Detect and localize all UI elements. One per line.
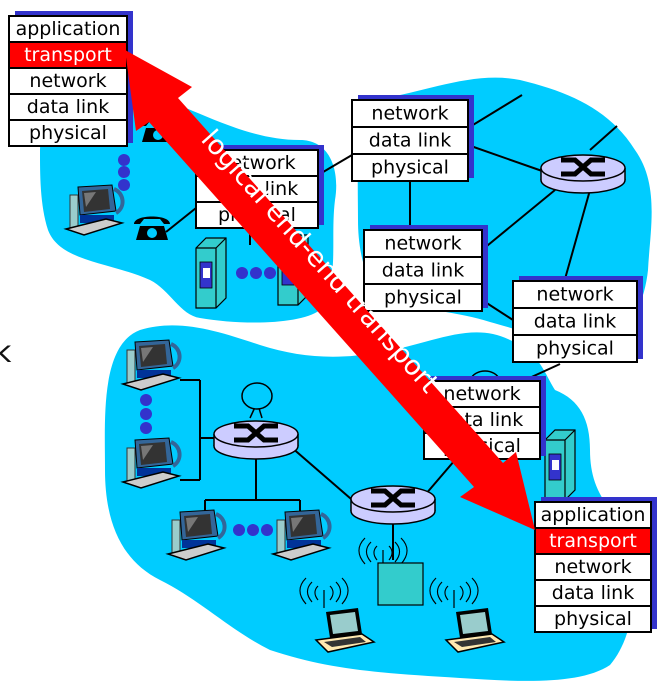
stack-layer-label: physical — [536, 338, 614, 360]
stack-layer-transport — [534, 527, 652, 555]
stack-layer-data-link — [351, 126, 469, 155]
stack-layer-transport — [8, 41, 128, 69]
stack-layer-label: data link — [382, 260, 464, 282]
server-icon — [544, 429, 576, 501]
stack-layer-label: transport — [549, 530, 637, 552]
stack-layer-network — [351, 99, 469, 128]
stack-layer-label: data link — [552, 582, 634, 604]
stack-layer-data-link — [8, 93, 128, 121]
stack-layer-label: physical — [554, 608, 632, 630]
stack-layer-label: network — [554, 556, 631, 578]
protocol-stack-router-middle: network data link physical — [363, 225, 488, 312]
stack-layer-application — [8, 15, 128, 43]
stack-layer-label: network — [29, 70, 106, 92]
protocol-stack-router-right: network data link physical — [512, 276, 643, 363]
ellipsis-dots-icon — [140, 394, 152, 434]
router-icon — [351, 486, 435, 524]
ellipsis-dots-icon — [236, 267, 276, 279]
protocol-stack-router-top-right: network data link physical — [351, 95, 474, 182]
stack-layer-application — [534, 501, 652, 529]
stack-layer-physical — [363, 283, 483, 312]
cut-off-title-glyph: k — [0, 335, 12, 370]
stack-layer-label: data link — [534, 311, 616, 333]
protocol-stacks: application transport network data link phys… — [8, 11, 657, 633]
protocol-stack-host-bottom-right: application transport network data link phys… — [534, 497, 657, 633]
double-headed-arrow — [125, 50, 535, 530]
stack-layer-label: network — [443, 383, 520, 405]
ellipsis-dots-icon — [118, 154, 130, 191]
stack-layer-label: physical — [384, 287, 462, 309]
stack-layer-physical — [351, 153, 469, 182]
protocol-stack-host-top-left: application transport network data link phys… — [8, 11, 133, 147]
stack-layer-physical — [534, 605, 652, 633]
stack-layer-label: data link — [369, 130, 451, 152]
stack-layer-label: physical — [371, 157, 449, 179]
stack-layer-label: network — [384, 233, 461, 255]
stack-layer-label: physical — [29, 122, 107, 144]
stack-layer-physical — [8, 119, 128, 147]
satellite-dish-icon — [241, 382, 273, 419]
stack-layer-physical — [512, 334, 638, 363]
stack-layer-label: data link — [27, 96, 109, 118]
stack-layer-label: transport — [24, 44, 112, 66]
stack-layer-label: application — [541, 504, 646, 526]
stack-layer-label: application — [16, 18, 121, 40]
router-icon — [214, 421, 298, 459]
stack-layer-data-link — [512, 307, 638, 336]
server-icon — [195, 237, 227, 309]
stack-layer-label: network — [536, 284, 613, 306]
wireless-access-point-icon — [358, 537, 424, 606]
stack-layer-label: network — [371, 103, 448, 125]
router-icon — [541, 155, 625, 193]
ellipsis-dots-icon — [233, 524, 273, 536]
stack-layer-data-link — [534, 579, 652, 607]
stack-layer-network — [363, 229, 483, 258]
